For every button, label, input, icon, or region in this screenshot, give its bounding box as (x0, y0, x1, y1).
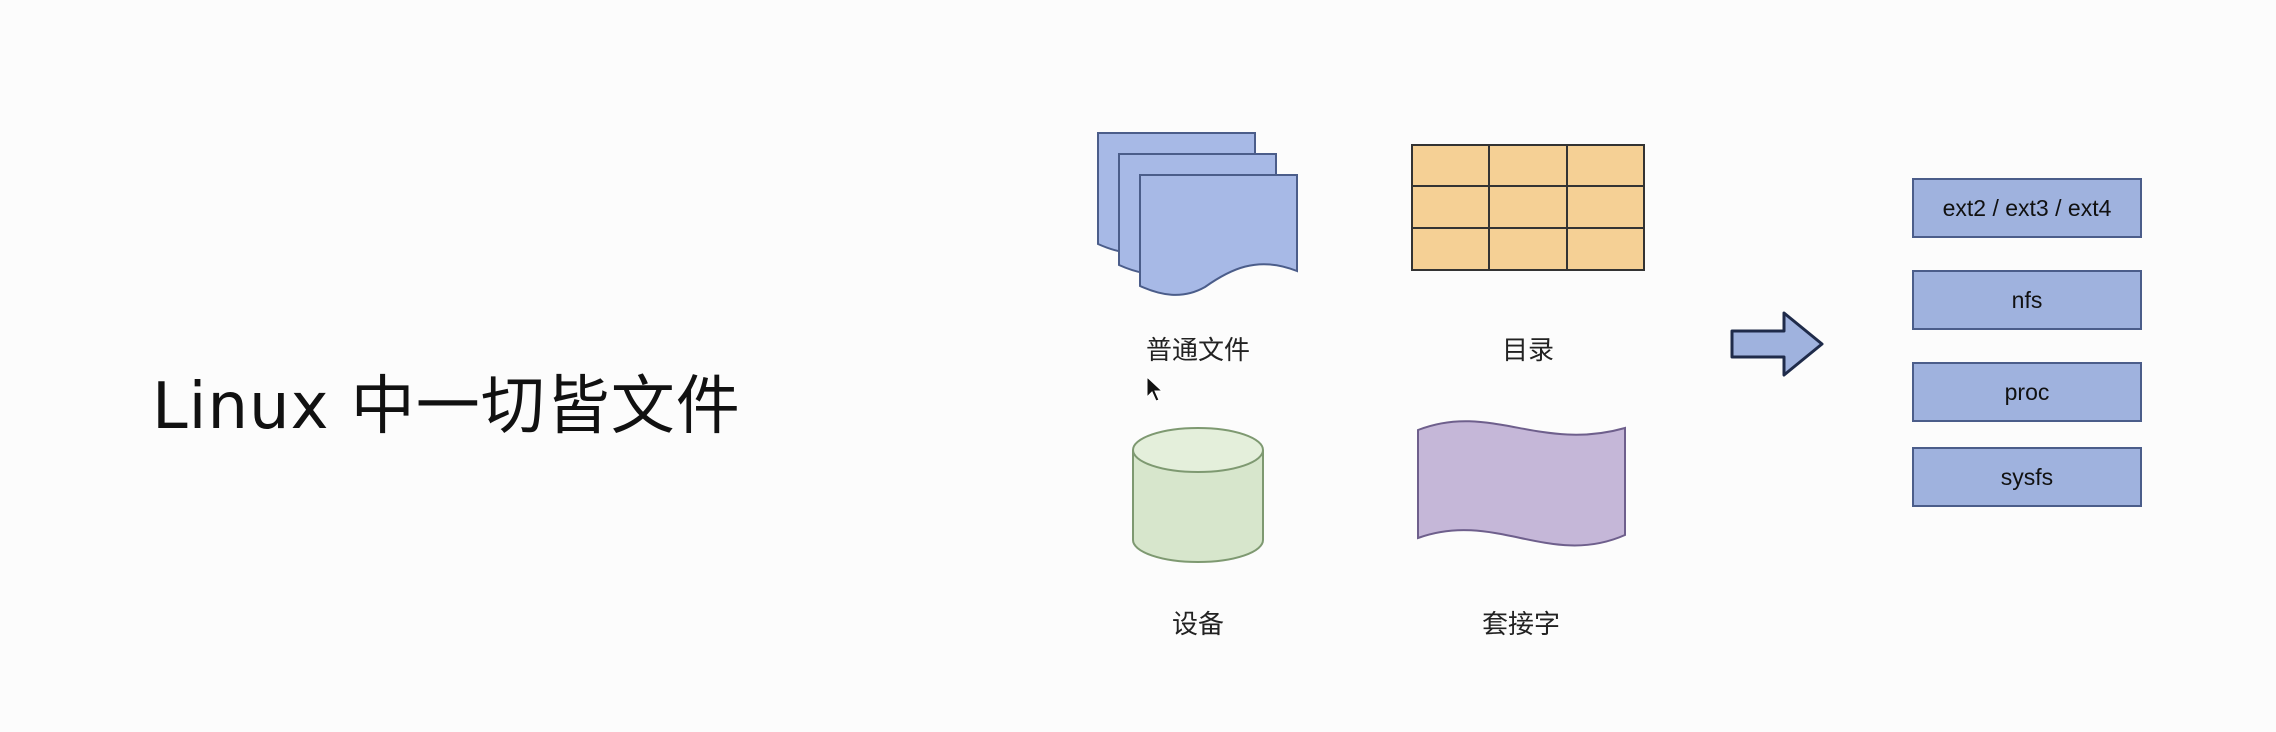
label-device: 设备 (1171, 610, 1225, 640)
fs-box-nfs: nfs (1912, 270, 2142, 330)
fs-box-sysfs: sysfs (1912, 447, 2142, 507)
fs-box-proc: proc (1912, 362, 2142, 422)
mouse-cursor-icon (1146, 375, 1164, 402)
label-regular-file: 普通文件 (1145, 336, 1251, 366)
grid-table-icon (1411, 144, 1645, 271)
stacked-documents-icon (1097, 132, 1298, 296)
cylinder-disk-icon (1132, 427, 1264, 563)
slide-title: Linux 中一切皆文件 (152, 370, 741, 444)
label-socket: 套接字 (1481, 610, 1561, 640)
right-arrow-icon (1730, 311, 1824, 377)
label-directory: 目录 (1501, 336, 1555, 366)
fs-box-ext: ext2 / ext3 / ext4 (1912, 178, 2142, 238)
wavy-banner-icon (1417, 420, 1626, 547)
